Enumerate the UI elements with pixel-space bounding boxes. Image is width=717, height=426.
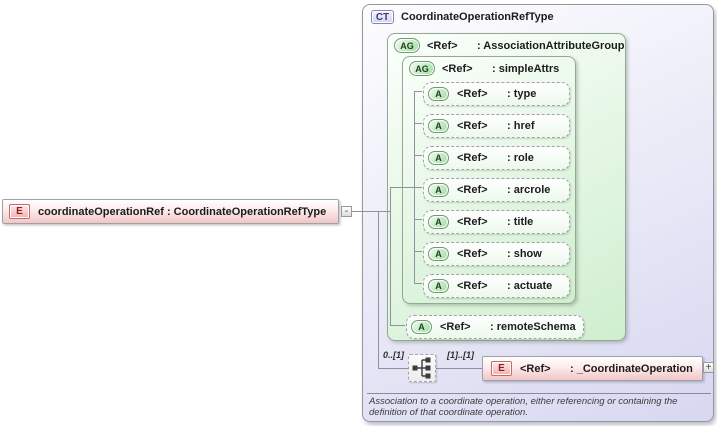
cardinality-label: [1]..[1] bbox=[447, 350, 474, 360]
ref-label: <Ref> bbox=[457, 216, 488, 228]
attribute-arcrole[interactable]: A <Ref> : arcrole bbox=[423, 178, 570, 202]
attribute-icon: A bbox=[428, 119, 449, 133]
element-coordinateoperation-ref[interactable]: E <Ref> : _CoordinateOperation bbox=[482, 356, 703, 381]
attribute-title[interactable]: A <Ref> : title bbox=[423, 210, 570, 234]
attribute-remoteschema[interactable]: A <Ref> : remoteSchema bbox=[406, 315, 584, 339]
ref-label: <Ref> bbox=[427, 39, 458, 52]
collapse-toggle[interactable]: - bbox=[341, 206, 352, 217]
connector-line bbox=[378, 368, 409, 369]
complextype-icon: CT bbox=[371, 10, 394, 24]
attribute-actuate[interactable]: A <Ref> : actuate bbox=[423, 274, 570, 298]
element-icon: E bbox=[9, 204, 30, 219]
attribute-icon: A bbox=[428, 151, 449, 165]
ref-label: <Ref> bbox=[440, 321, 471, 333]
complextype-title: CoordinateOperationRefType bbox=[401, 11, 554, 23]
element-label: coordinateOperationRef : CoordinateOpera… bbox=[38, 205, 327, 218]
attribute-name: : title bbox=[507, 216, 534, 228]
attribute-icon: A bbox=[428, 87, 449, 101]
connector-line bbox=[390, 187, 415, 188]
element-icon: E bbox=[491, 361, 512, 376]
attributegroup-simpleattrs[interactable]: AG <Ref> : simpleAttrs A <Ref> : type A … bbox=[402, 56, 576, 304]
attributegroup-icon: AG bbox=[394, 38, 420, 53]
attribute-type[interactable]: A <Ref> : type bbox=[423, 82, 570, 106]
ref-label: <Ref> bbox=[457, 120, 488, 132]
connector-line bbox=[414, 219, 422, 220]
expand-toggle[interactable]: + bbox=[703, 362, 714, 373]
attribute-name: : href bbox=[507, 120, 535, 132]
connector-line bbox=[414, 91, 422, 92]
ref-label: <Ref> bbox=[442, 62, 473, 75]
attribute-name: : remoteSchema bbox=[490, 321, 576, 333]
attribute-icon: A bbox=[428, 247, 449, 261]
attributegroup-name: : AssociationAttributeGroup bbox=[477, 39, 625, 52]
attribute-name: : show bbox=[507, 248, 542, 260]
connector-line bbox=[436, 368, 483, 369]
attribute-name: : actuate bbox=[507, 280, 553, 292]
connector-line bbox=[390, 325, 405, 326]
attribute-role[interactable]: A <Ref> : role bbox=[423, 146, 570, 170]
attribute-name: : arcrole bbox=[507, 184, 551, 196]
ref-label: <Ref> bbox=[457, 184, 488, 196]
attributegroup-association[interactable]: AG <Ref> : AssociationAttributeGroup AG … bbox=[387, 33, 626, 341]
cardinality-label: 0..[1] bbox=[382, 350, 404, 360]
attributegroup-icon: AG bbox=[409, 61, 435, 76]
element-coordinateOperationRef[interactable]: E coordinateOperationRef : CoordinateOpe… bbox=[2, 199, 339, 224]
connector-line bbox=[378, 211, 379, 369]
ref-label: <Ref> bbox=[457, 152, 488, 164]
attribute-name: : type bbox=[507, 88, 537, 100]
connector-line bbox=[390, 187, 391, 326]
annotation-text: Association to a coordinate operation, e… bbox=[369, 396, 678, 418]
element-name: : _CoordinateOperation bbox=[570, 362, 693, 375]
complextype-box[interactable]: CT CoordinateOperationRefType AG <Ref> :… bbox=[362, 4, 714, 422]
attribute-icon: A bbox=[428, 279, 449, 293]
sequence-compositor-icon[interactable] bbox=[408, 354, 436, 382]
connector-line bbox=[414, 155, 422, 156]
ref-label: <Ref> bbox=[457, 280, 488, 292]
attribute-icon: A bbox=[428, 215, 449, 229]
ref-label: <Ref> bbox=[457, 88, 488, 100]
attribute-icon: A bbox=[428, 183, 449, 197]
attribute-icon: A bbox=[411, 320, 432, 334]
attributegroup-name: : simpleAttrs bbox=[492, 62, 560, 75]
connector-line bbox=[414, 123, 422, 124]
ref-label: <Ref> bbox=[520, 362, 551, 375]
annotation-separator bbox=[367, 393, 711, 394]
attribute-href[interactable]: A <Ref> : href bbox=[423, 114, 570, 138]
connector-line bbox=[414, 283, 422, 284]
attribute-show[interactable]: A <Ref> : show bbox=[423, 242, 570, 266]
connector-line bbox=[352, 211, 390, 212]
connector-line bbox=[414, 251, 422, 252]
attribute-name: : role bbox=[507, 152, 534, 164]
connector-line bbox=[414, 187, 422, 188]
ref-label: <Ref> bbox=[457, 248, 488, 260]
